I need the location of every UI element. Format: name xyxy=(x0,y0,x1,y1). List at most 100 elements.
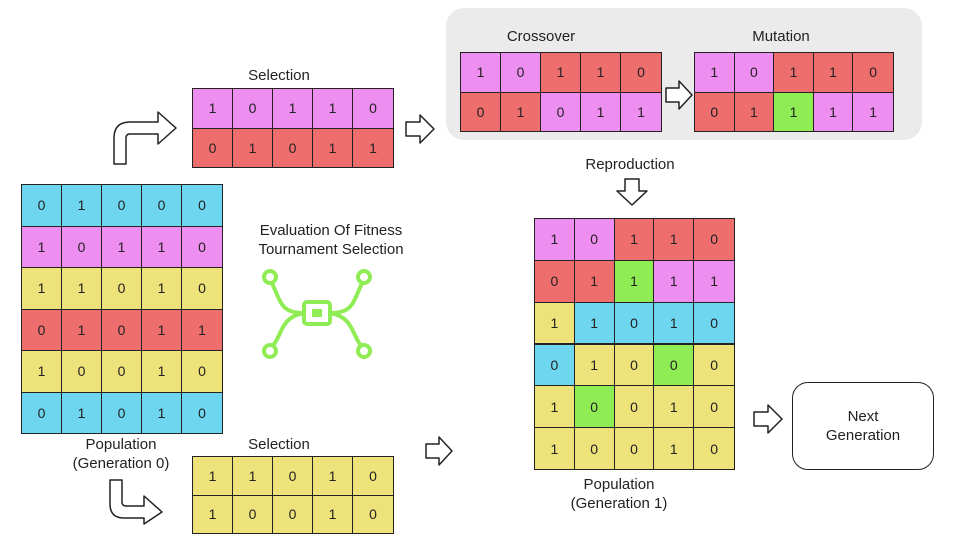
circuit-chip-icon xyxy=(262,269,372,359)
arrow-down-icon xyxy=(616,178,648,206)
bit-cell: 1 xyxy=(774,92,814,131)
bit-cell: 0 xyxy=(22,185,62,226)
bit-cell: 0 xyxy=(501,53,541,92)
population1-line-1: Population xyxy=(583,476,655,493)
next-generation-box: Next Generation xyxy=(792,382,934,470)
bit-cell: 0 xyxy=(621,53,661,92)
bit-cell: 0 xyxy=(193,128,233,167)
bit-cell: 0 xyxy=(535,344,575,386)
bit-cell: 0 xyxy=(614,302,655,344)
population1-line-2: (Generation 1) xyxy=(570,495,668,512)
bit-cell: 1 xyxy=(853,92,893,131)
bit-cell: 0 xyxy=(182,185,222,226)
evaluation-line-1: Evaluation Of Fitness xyxy=(259,222,403,239)
bit-cell: 0 xyxy=(102,268,142,309)
bit-cell: 1 xyxy=(694,260,734,302)
bit-cell: 1 xyxy=(574,344,615,386)
bit-cell: 1 xyxy=(614,260,655,302)
bit-cell: 0 xyxy=(694,302,734,344)
bit-cell: 0 xyxy=(22,392,62,433)
bit-cell: 0 xyxy=(182,268,222,309)
bit-cell: 1 xyxy=(654,260,695,302)
bit-cell: 0 xyxy=(182,351,222,392)
next-generation-line-2: Generation xyxy=(825,427,901,444)
bit-cell: 1 xyxy=(654,302,695,344)
bit-cell: 0 xyxy=(182,392,222,433)
bit-cell: 0 xyxy=(102,351,142,392)
bit-cell: 0 xyxy=(535,260,575,302)
bent-arrow-down-right-icon xyxy=(109,479,163,525)
bit-cell: 1 xyxy=(233,457,273,495)
bit-cell: 0 xyxy=(22,309,62,350)
bit-cell: 1 xyxy=(22,268,62,309)
bit-cell: 0 xyxy=(62,351,102,392)
bit-cell: 0 xyxy=(353,89,393,128)
selection-bottom-label: Selection xyxy=(248,436,310,453)
bit-cell: 1 xyxy=(734,92,775,131)
bit-cell: 1 xyxy=(313,495,353,533)
bit-cell: 1 xyxy=(62,185,102,226)
bit-cell: 0 xyxy=(694,386,734,428)
bit-cell: 1 xyxy=(102,226,142,267)
bit-cell: 1 xyxy=(193,457,233,495)
bit-cell: 0 xyxy=(614,344,655,386)
bit-cell: 0 xyxy=(461,92,501,131)
bit-cell: 0 xyxy=(102,392,142,433)
bit-cell: 0 xyxy=(353,495,393,533)
bit-cell: 1 xyxy=(535,386,575,428)
bit-cell: 1 xyxy=(182,309,222,350)
bit-cell: 1 xyxy=(501,92,541,131)
bit-cell: 1 xyxy=(142,268,182,309)
bit-cell: 1 xyxy=(193,89,233,128)
arrow-right-icon xyxy=(665,80,693,110)
bit-cell: 1 xyxy=(461,53,501,92)
bit-cell: 1 xyxy=(581,92,621,131)
bit-cell: 1 xyxy=(535,302,575,344)
bit-cell: 1 xyxy=(541,53,581,92)
bit-cell: 1 xyxy=(614,219,655,260)
bit-cell: 0 xyxy=(233,495,273,533)
bit-cell: 1 xyxy=(535,428,575,469)
bit-cell: 0 xyxy=(654,344,695,386)
bit-cell: 1 xyxy=(774,53,814,92)
arrow-right-icon xyxy=(425,436,453,466)
population0-label: Population (Generation 0) xyxy=(40,435,202,473)
population1-label: Population (Generation 1) xyxy=(534,475,704,513)
bit-cell: 1 xyxy=(813,53,854,92)
bit-cell: 1 xyxy=(695,53,735,92)
selection-top-label: Selection xyxy=(248,67,310,84)
bit-cell: 0 xyxy=(853,53,893,92)
bit-cell: 1 xyxy=(313,128,353,167)
bit-cell: 1 xyxy=(193,495,233,533)
bit-cell: 0 xyxy=(574,386,615,428)
bit-cell: 1 xyxy=(22,351,62,392)
bit-cell: 0 xyxy=(273,128,313,167)
arrow-right-icon xyxy=(405,114,435,144)
bit-cell: 1 xyxy=(62,268,102,309)
bit-cell: 1 xyxy=(654,219,695,260)
